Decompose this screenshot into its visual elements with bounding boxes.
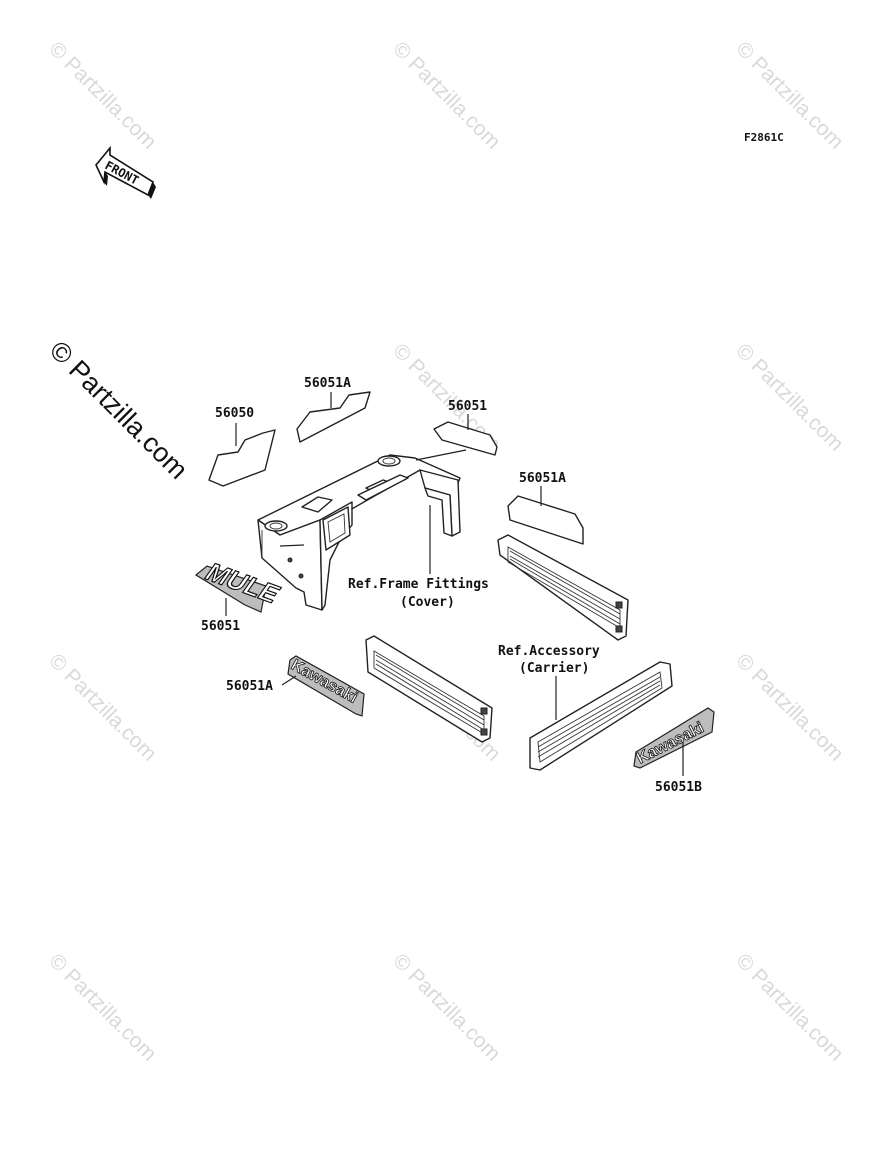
label-56051b: 56051B — [655, 780, 702, 795]
label-ref-frame-fittings: Ref.Frame Fittings — [348, 577, 489, 592]
label-56051a-right: 56051A — [519, 471, 566, 486]
decal-56051a-right: 56051A — [507, 471, 584, 545]
watermark: © Partzilla.com — [388, 37, 504, 153]
label-56051a-bottom: 56051A — [226, 679, 273, 694]
side-gate-left — [365, 635, 493, 743]
decal-kawasaki-56051b: Kawasaki 56051B — [633, 707, 715, 795]
watermark: © Partzilla.com — [388, 949, 504, 1065]
rear-cover — [257, 449, 467, 611]
label-56050: 56050 — [215, 406, 254, 421]
label-56051a-top: 56051A — [304, 376, 351, 391]
decal-56051a-top: 56051A — [296, 376, 371, 443]
watermark-grid: © Partzilla.com © Partzilla.com © Partzi… — [44, 37, 847, 1065]
watermark-primary: © Partzilla.com — [44, 335, 194, 485]
diagram-code: F2861C — [744, 131, 784, 144]
watermark: © Partzilla.com — [44, 649, 160, 765]
decal-mule: MULE 56051 — [194, 557, 287, 634]
kawasaki-decal-text-b: Kawasaki — [634, 719, 707, 767]
kawasaki-decal-text-a: Kawasaki — [288, 657, 360, 707]
watermark: © Partzilla.com — [731, 949, 847, 1065]
watermark: © Partzilla.com — [44, 949, 160, 1065]
watermark: © Partzilla.com — [731, 339, 847, 455]
side-gate-right — [497, 534, 629, 641]
decal-56051-top: 56051 — [433, 399, 498, 456]
label-56051-top: 56051 — [448, 399, 487, 414]
decal-kawasaki-56051a: Kawasaki 56051A — [226, 655, 365, 717]
label-56051-left: 56051 — [201, 619, 240, 634]
label-ref-accessory: Ref.Accessory — [498, 644, 600, 659]
label-ref-carrier: (Carrier) — [519, 661, 589, 676]
decal-56050: 56050 — [208, 406, 276, 487]
rear-gate-carrier — [529, 661, 673, 771]
watermark: © Partzilla.com — [731, 649, 847, 765]
label-ref-frame-cover: (Cover) — [400, 595, 455, 610]
front-arrow-icon: FRONT — [95, 145, 156, 199]
watermark: © Partzilla.com — [44, 37, 160, 153]
